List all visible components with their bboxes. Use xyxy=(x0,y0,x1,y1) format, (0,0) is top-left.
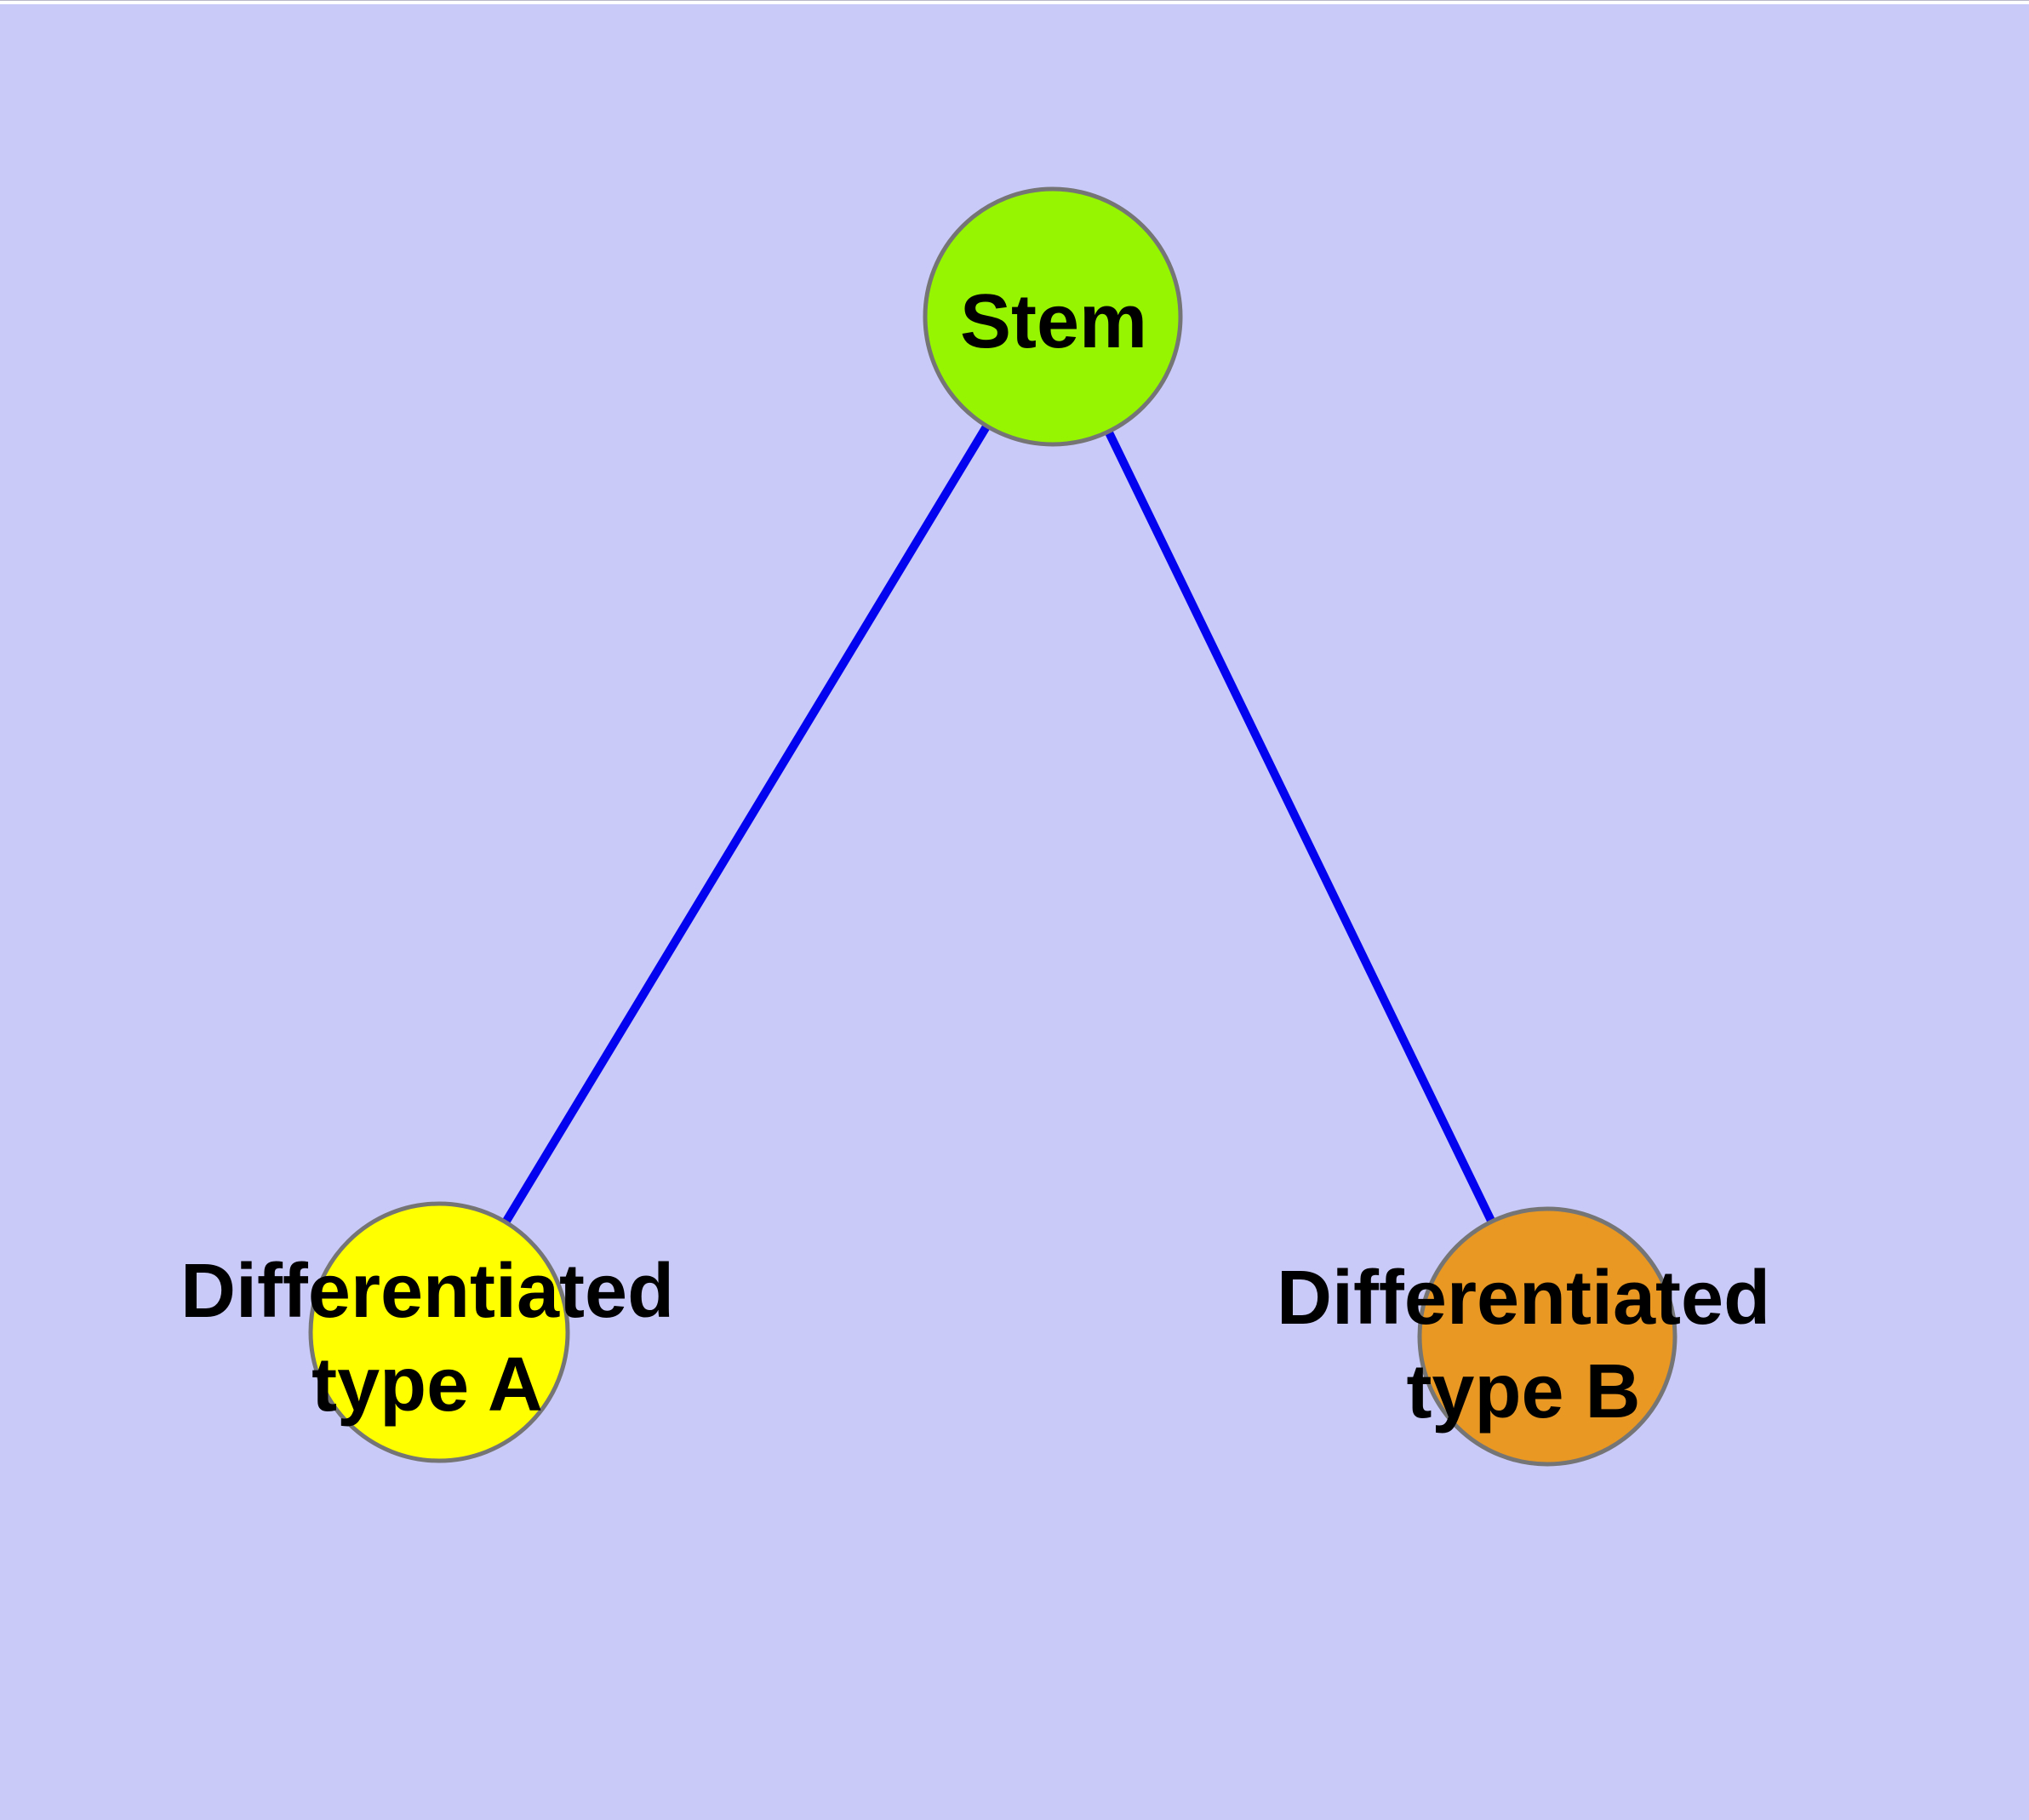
node-type-b-circle xyxy=(1417,1206,1677,1467)
edge-stem-to-type-b xyxy=(1049,314,1552,1339)
node-stem-label: Stem xyxy=(959,279,1148,364)
node-type-b-label: Differentiated type B xyxy=(1276,1256,1771,1434)
top-edge-strip xyxy=(0,0,2029,4)
node-stem-circle xyxy=(923,186,1183,447)
node-type-a-circle xyxy=(308,1201,570,1463)
node-type-a-label: Differentiated type A xyxy=(180,1249,675,1428)
edge-stem-to-type-a xyxy=(435,314,1057,1335)
